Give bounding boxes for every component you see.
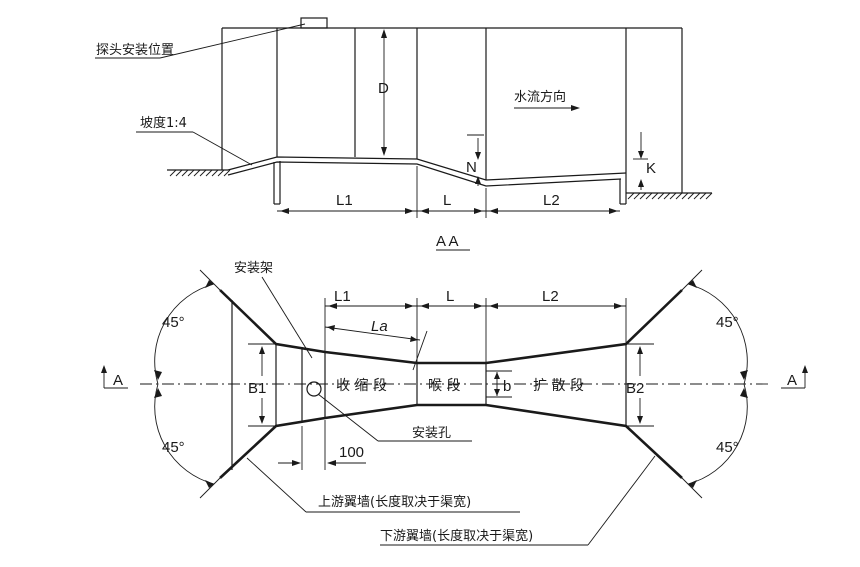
upstream-wing-wall-label: 上游翼墙(长度取决于渠宽): [318, 494, 471, 510]
angle-arc-tr: [687, 283, 748, 385]
floor-bottom-line: [227, 161, 622, 187]
wing-ext-bl: [199, 477, 221, 499]
slope-leader: [192, 131, 253, 166]
wing-ext-tl: [199, 269, 221, 291]
wing-ext-tr: [681, 269, 703, 291]
angle-br-label: 45°: [716, 439, 739, 456]
flume-outline-bottom: [219, 403, 683, 479]
mount-hole-leader: [317, 393, 379, 442]
mount-hole-label: 安装孔: [412, 426, 451, 441]
diverging-section-label: 扩 散 段: [533, 378, 584, 394]
mount-frame-label: 安装架: [234, 261, 273, 276]
dim-b-label: b: [503, 378, 511, 395]
dim-b2-label: B2: [626, 380, 644, 397]
plan-dim-l1-label: L1: [334, 288, 351, 305]
converging-section-label: 收 缩 段: [336, 378, 387, 394]
wing-ext-br: [681, 477, 703, 499]
dim-d-label: D: [378, 80, 389, 97]
angle-tl-label: 45°: [162, 314, 185, 331]
section-mark-left: A: [113, 372, 123, 389]
dim-l1-label: L1: [336, 192, 353, 209]
angle-arc-tl: [154, 283, 215, 385]
angle-tr-label: 45°: [716, 314, 739, 331]
plan-dim-l-label: L: [446, 288, 454, 305]
downstream-wing-wall-label: 下游翼墙(长度取决于渠宽): [380, 528, 533, 544]
section-mark-right: A: [787, 372, 797, 389]
flow-direction-label: 水流方向: [514, 89, 566, 105]
dim-l2-label: L2: [543, 192, 560, 209]
probe-box: [300, 17, 328, 29]
dim-100-label: 100: [339, 444, 364, 461]
dim-la-line: [324, 326, 421, 341]
angle-arc-br: [687, 383, 748, 485]
plan-dim-l2-label: L2: [542, 288, 559, 305]
throat-section-label: 喉 段: [428, 378, 460, 394]
floor-top-line: [227, 156, 627, 181]
dim-la-ext: [412, 330, 428, 371]
probe-position-label: 探头安装位置: [96, 43, 174, 58]
dim-la-label: La: [371, 318, 388, 335]
ground-hatch-right: [627, 192, 713, 200]
mount-frame-leader: [261, 276, 313, 359]
slope-label: 坡度1:4: [140, 115, 187, 131]
ground-hatch-left: [169, 169, 231, 177]
upstream-wall-leader: [246, 457, 307, 513]
dim-b1-label: B1: [248, 380, 266, 397]
dim-k-label: K: [646, 160, 656, 177]
angle-bl-label: 45°: [162, 439, 185, 456]
dim-n-label: N: [466, 159, 477, 176]
downstream-wall-leader: [587, 455, 656, 546]
elevation-view: 探头安装位置 坡度1:4 D 水流方向 N K: [95, 17, 713, 218]
mount-hole-circle: [306, 381, 322, 397]
flow-arrow-head: [571, 105, 580, 111]
probe-leader: [159, 23, 306, 59]
plan-view: L1 L L2 La 安装架 45° 45° 45° 45°: [101, 261, 808, 546]
angle-arc-bl: [154, 383, 215, 485]
section-label: A A: [436, 233, 459, 250]
dim-l-label: L: [443, 192, 451, 209]
